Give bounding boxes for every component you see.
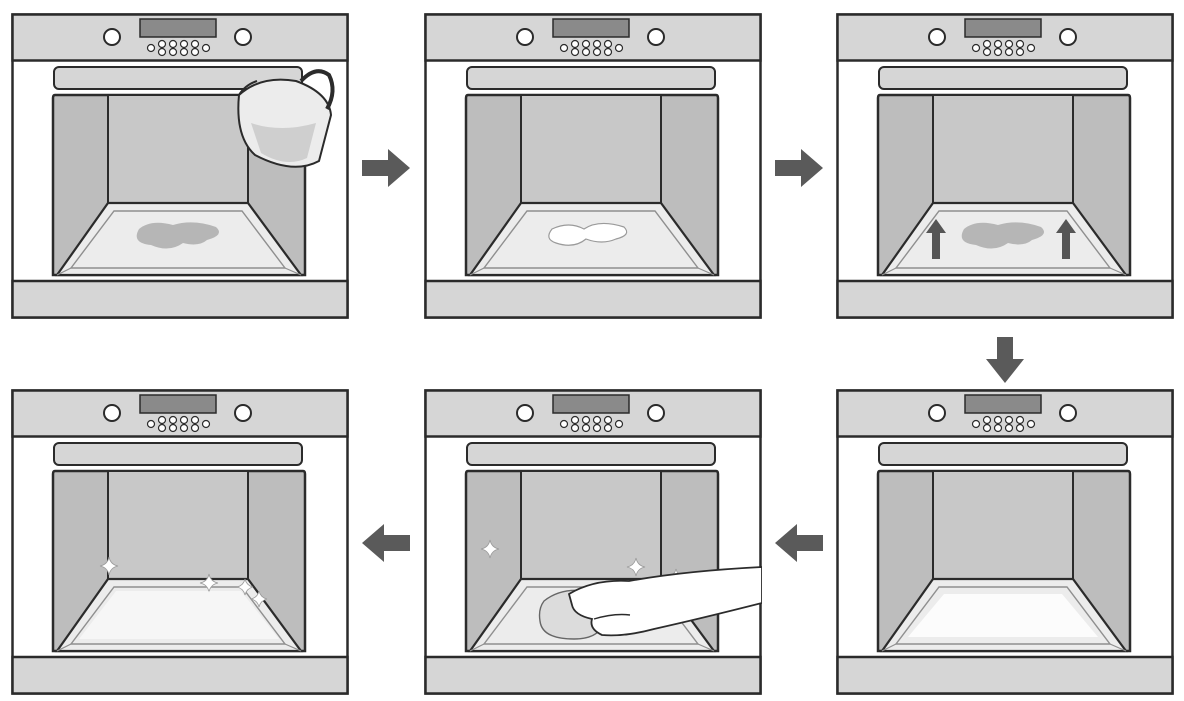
sparkle-icon	[480, 539, 500, 559]
display-screen	[552, 18, 630, 38]
keypad-icon	[146, 415, 211, 433]
keypad-icon	[559, 39, 624, 57]
oven-step-3-steam	[836, 13, 1174, 319]
door-handle	[878, 66, 1128, 90]
oven-base-drawer	[11, 655, 349, 695]
sparkle-icon	[99, 556, 119, 576]
door-handle	[466, 66, 716, 90]
knob-left-icon	[516, 28, 534, 46]
door-handle	[53, 442, 303, 466]
knob-right-icon	[1059, 28, 1077, 46]
keypad-icon	[146, 39, 211, 57]
arrow-up-icon	[1056, 219, 1076, 259]
keypad-icon	[971, 39, 1036, 57]
oven-step-2-heat	[424, 13, 762, 319]
hand-icon	[567, 566, 762, 637]
puddle-icon	[961, 222, 1044, 249]
door-handle	[466, 442, 716, 466]
jug-icon	[237, 69, 335, 168]
knob-left-icon	[928, 404, 946, 422]
cavity-back-wall	[932, 470, 1074, 580]
oven-step-1-pour-water	[11, 13, 349, 319]
keypad-icon	[971, 415, 1036, 433]
oven-step-4-dry	[836, 389, 1174, 695]
knob-right-icon	[647, 404, 665, 422]
oven-step-5-wipe	[424, 389, 762, 695]
cavity-back-wall	[520, 94, 662, 204]
display-screen	[139, 18, 217, 38]
puddle-icon	[548, 222, 628, 246]
display-screen	[964, 18, 1042, 38]
oven-base-drawer	[836, 655, 1174, 695]
oven-step-6-clean	[11, 389, 349, 695]
display-screen	[139, 394, 217, 414]
knob-left-icon	[516, 404, 534, 422]
display-screen	[552, 394, 630, 414]
arrow-up-icon	[926, 219, 946, 259]
knob-left-icon	[103, 28, 121, 46]
arrow-left-icon	[773, 522, 825, 568]
sparkle-icon	[250, 590, 268, 608]
arrow-right-icon	[773, 147, 825, 193]
oven-base-drawer	[424, 655, 762, 695]
knob-right-icon	[647, 28, 665, 46]
keypad-icon	[559, 415, 624, 433]
cavity-back-wall	[107, 94, 249, 204]
sparkle-icon	[626, 557, 646, 577]
puddle-icon	[136, 222, 219, 249]
cavity-back-wall	[107, 470, 249, 580]
oven-base-drawer	[424, 279, 762, 319]
oven-base-drawer	[11, 279, 349, 319]
cavity-back-wall	[520, 470, 662, 580]
arrow-down-icon	[984, 335, 1026, 389]
knob-left-icon	[928, 28, 946, 46]
arrow-left-icon	[360, 522, 412, 568]
display-screen	[964, 394, 1042, 414]
knob-right-icon	[234, 28, 252, 46]
door-handle	[878, 442, 1128, 466]
sparkle-icon	[236, 578, 254, 596]
knob-right-icon	[234, 404, 252, 422]
arrow-right-icon	[360, 147, 412, 193]
clean-tray-icon	[908, 594, 1098, 637]
oven-base-drawer	[836, 279, 1174, 319]
cavity-back-wall	[932, 94, 1074, 204]
knob-left-icon	[103, 404, 121, 422]
knob-right-icon	[1059, 404, 1077, 422]
